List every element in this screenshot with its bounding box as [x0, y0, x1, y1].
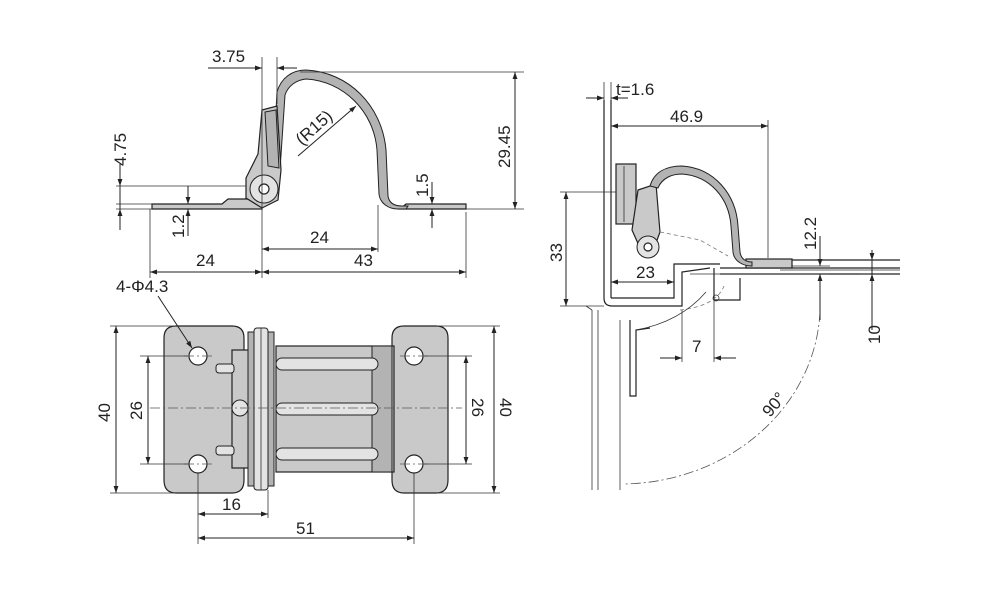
- dim-10: 10: [865, 325, 884, 344]
- side-view: 3.75 (R15) 29.45 4.75 1.5 1.2 24 24 43: [111, 47, 524, 278]
- dim-46-9: 46.9: [670, 107, 703, 126]
- mount-pivot-inner: [643, 242, 653, 252]
- dim-24-bottom: 24: [196, 251, 215, 270]
- mount-lid-plate: [745, 258, 793, 269]
- dim-43: 43: [354, 251, 373, 270]
- dim-51: 51: [296, 519, 315, 538]
- plan-bar-1: [275, 357, 379, 371]
- dim-23: 23: [636, 263, 655, 282]
- dim-90-degrees: 90°: [759, 389, 790, 421]
- mounted-view: t=1.6 46.9 33 23 12.2 10 7 90°: [547, 80, 900, 490]
- dim-33: 33: [547, 243, 566, 262]
- side-hinge-body-shade: [264, 109, 280, 169]
- dim-16: 16: [222, 495, 241, 514]
- dim-4-75: 4.75: [111, 133, 130, 166]
- side-arch: [272, 69, 409, 210]
- mount-wall-plate: [615, 163, 637, 225]
- dim-12-2: 12.2: [801, 217, 820, 250]
- dim-hole-callout: 4-Φ4.3: [116, 277, 168, 296]
- dim-7: 7: [692, 337, 701, 356]
- mount-arch: [649, 165, 753, 267]
- side-base-plate-right: [398, 203, 467, 210]
- plan-bar-2: [275, 402, 379, 416]
- dim-3-75: 3.75: [212, 47, 245, 66]
- dim-1-5: 1.5: [413, 173, 432, 197]
- dim-40-left: 40: [95, 403, 114, 422]
- dim-29-45: 29.45: [495, 125, 514, 168]
- dim-26-right: 26: [468, 398, 487, 417]
- dim-40-right: 40: [496, 398, 515, 417]
- dim-24-top: 24: [310, 228, 329, 247]
- side-base-plate: [151, 198, 263, 210]
- plan-bar-3: [275, 447, 379, 461]
- side-pivot-inner: [258, 183, 270, 195]
- plan-tab-2: [215, 445, 235, 456]
- plan-tab-1: [215, 363, 235, 374]
- plan-view: 4-Φ4.3 40 26 26 40 16 51: [95, 277, 515, 544]
- dim-1-2: 1.2: [169, 214, 188, 238]
- dim-26-left: 26: [127, 401, 146, 420]
- dim-t-1-6: t=1.6: [616, 80, 654, 99]
